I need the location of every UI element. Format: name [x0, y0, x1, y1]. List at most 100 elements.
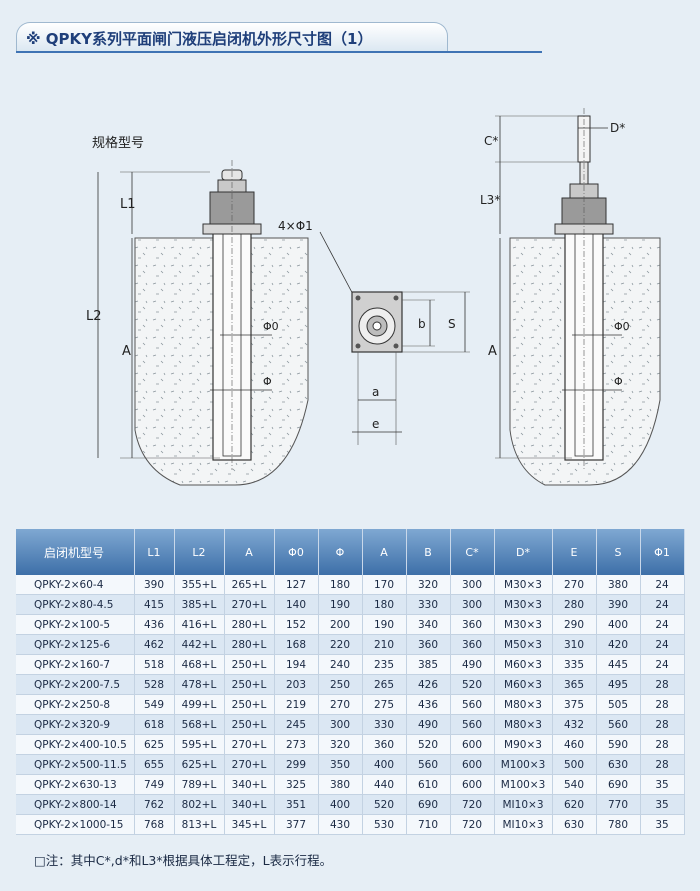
label-C: C* — [484, 134, 498, 148]
label-e: e — [372, 417, 379, 431]
table-cell: 325 — [274, 774, 319, 795]
table-cell: 762 — [134, 794, 175, 815]
table-cell: 375 — [552, 694, 597, 715]
table-cell: 250 — [318, 674, 363, 695]
table-cell: 460 — [552, 734, 597, 755]
table-cell: 495 — [596, 674, 641, 695]
table-cell: 420 — [596, 634, 641, 655]
table-cell: M30×3 — [494, 594, 553, 615]
table-cell: 210 — [362, 634, 407, 655]
table-cell: 24 — [640, 614, 685, 635]
bolt-hole — [393, 343, 399, 349]
title-bar: ※ QPKY系列平面闸门液压启闭机外形尺寸图（1） — [16, 22, 542, 53]
table-cell: 335 — [552, 654, 597, 675]
table-cell: 720 — [450, 814, 495, 835]
table-cell: 250+L — [224, 674, 275, 695]
table-cell: 265+L — [224, 575, 275, 595]
table-cell: 540 — [552, 774, 597, 795]
table-cell: 310 — [552, 634, 597, 655]
table-cell: 170 — [362, 575, 407, 595]
model-cell: QPKY-2×800-14 — [16, 794, 135, 815]
table-cell: M30×3 — [494, 614, 553, 635]
table-cell: 270 — [318, 694, 363, 715]
table-cell: M80×3 — [494, 694, 553, 715]
column-header: L2 — [174, 529, 225, 575]
table-cell: 24 — [640, 654, 685, 675]
table-cell: 355+L — [174, 575, 225, 595]
table-cell: M30×3 — [494, 575, 553, 595]
table-cell: 390 — [134, 575, 175, 595]
model-cell: QPKY-2×100-5 — [16, 614, 135, 635]
table-cell: 590 — [596, 734, 641, 755]
label-phi0: Φ0 — [263, 320, 279, 333]
table-cell: MI10×3 — [494, 794, 553, 815]
table-cell: 560 — [450, 714, 495, 735]
table-cell: 235 — [362, 654, 407, 675]
table-cell: 35 — [640, 774, 685, 795]
model-cell: QPKY-2×125-6 — [16, 634, 135, 655]
left-view: L2 L1 A Φ0 Φ — [86, 160, 309, 486]
table-cell: 620 — [552, 794, 597, 815]
table-cell: 340+L — [224, 774, 275, 795]
table-cell: 340+L — [224, 794, 275, 815]
table-cell: 240 — [318, 654, 363, 675]
table-cell: 400 — [318, 794, 363, 815]
column-header: 启闭机型号 — [16, 529, 135, 575]
table-cell: 813+L — [174, 814, 225, 835]
bolt-hole — [393, 295, 399, 301]
table-cell: 320 — [318, 734, 363, 755]
table-cell: 560 — [406, 754, 451, 775]
table-cell: 351 — [274, 794, 319, 815]
table-cell: 610 — [406, 774, 451, 795]
table-cell: 299 — [274, 754, 319, 775]
table-cell: M100×3 — [494, 774, 553, 795]
table-cell: 35 — [640, 794, 685, 815]
table-cell: 360 — [450, 634, 495, 655]
page-title: ※ QPKY系列平面闸门液压启闭机外形尺寸图（1） — [26, 30, 373, 48]
table-cell: 24 — [640, 594, 685, 615]
model-cell: QPKY-2×80-4.5 — [16, 594, 135, 615]
table-cell: 400 — [596, 614, 641, 635]
bolt-hole — [355, 295, 361, 301]
footnote: □注：其中C*,d*和L3*根据具体工程定，L表示行程。 — [34, 853, 333, 868]
table-cell: 442+L — [174, 634, 225, 655]
label-D: D* — [610, 121, 625, 135]
table-cell: 802+L — [174, 794, 225, 815]
column-header: E — [552, 529, 597, 575]
table-cell: 273 — [274, 734, 319, 755]
table-cell: 203 — [274, 674, 319, 695]
table-cell: 190 — [318, 594, 363, 615]
table-cell: 490 — [450, 654, 495, 675]
table-cell: 520 — [406, 734, 451, 755]
table-cell: 430 — [318, 814, 363, 835]
table-cell: 127 — [274, 575, 319, 595]
table-cell: 436 — [406, 694, 451, 715]
table-cell: 330 — [362, 714, 407, 735]
table-cell: 320 — [406, 575, 451, 595]
table-cell: 499+L — [174, 694, 225, 715]
table-cell: 768 — [134, 814, 175, 835]
table-cell: 415 — [134, 594, 175, 615]
table-cell: 490 — [406, 714, 451, 735]
table-cell: 478+L — [174, 674, 225, 695]
table-cell: 720 — [450, 794, 495, 815]
table-cell: 505 — [596, 694, 641, 715]
leader-holes — [319, 231, 357, 301]
table-cell: 140 — [274, 594, 319, 615]
title-tab — [16, 22, 448, 53]
table-cell: 360 — [406, 634, 451, 655]
table-cell: 350 — [318, 754, 363, 775]
table-cell: 549 — [134, 694, 175, 715]
bolt-hole — [355, 343, 361, 349]
table-cell: 500 — [552, 754, 597, 775]
table-cell: 220 — [318, 634, 363, 655]
table-cell: 780 — [596, 814, 641, 835]
